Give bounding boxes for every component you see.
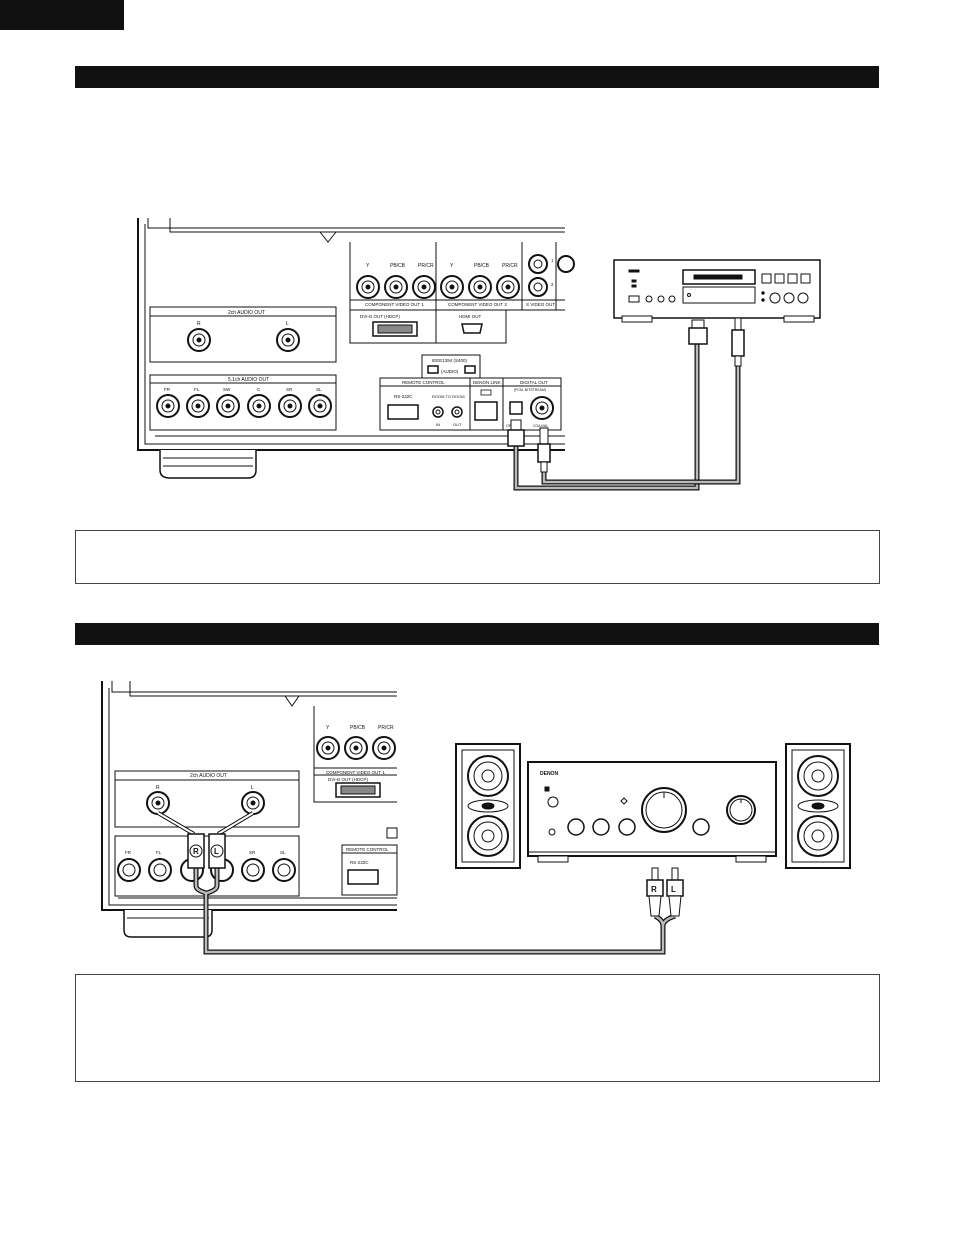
remote-control-label: REMOTE CONTROL (346, 847, 389, 852)
rs232c-connector (387, 404, 419, 420)
audio-2ch-panel (149, 306, 337, 363)
ch-label: C (257, 387, 261, 392)
component-out-2-label: COMPONENT VIDEO OUT 2 (448, 302, 507, 307)
ch-label: SW (223, 387, 231, 392)
jack-label: Y (366, 263, 370, 269)
speaker-left (455, 743, 521, 869)
section-header-bar-1 (75, 66, 879, 88)
ieee1394-label: IEEE1394 (S400) (432, 358, 468, 363)
component-jacks-2 (316, 736, 396, 760)
s-video-out-label: S VIDEO OUT (526, 302, 555, 307)
digital-cables (513, 342, 741, 491)
remote-control-panel-2 (341, 844, 398, 896)
component-video-panel (349, 242, 565, 311)
plug-l-label: L (671, 885, 676, 894)
audio-51-label: 5.1ch AUDIO OUT (228, 377, 269, 383)
audio-2ch-jacks (187, 328, 300, 352)
optical-jack (509, 401, 523, 415)
plug-r-label: R (651, 885, 657, 894)
jack-label: Y (326, 725, 330, 731)
denon-link-label: DENON LINK (473, 380, 501, 385)
ch-label: FL (194, 387, 200, 392)
player-rear-panel (137, 218, 565, 479)
digital-out-label: DIGITAL OUT (520, 380, 548, 385)
note-box-1 (75, 530, 880, 584)
plug-r-label: R (193, 847, 199, 856)
audio-2ch-label: 2ch AUDIO OUT (190, 773, 227, 779)
ch-label: SR (249, 850, 256, 855)
component-out-1-label: COMPONENT VIDEO OUT 1 (326, 770, 385, 775)
analog-cable (156, 811, 676, 955)
md-recorder (613, 259, 821, 323)
audio-51-panel (149, 374, 337, 431)
ch-label: SL (280, 850, 286, 855)
dvi-out-label: DVI-D OUT (HDCP) (360, 314, 400, 319)
digital-out-sub-label: (PCM, BITSTREAM) (514, 388, 546, 392)
rca-plugs-amp (646, 867, 684, 917)
coaxial-label: COAXIAL (533, 424, 548, 428)
ch-label: FL (156, 850, 162, 855)
jack-label: PB/CB (474, 263, 490, 269)
plug-l-label: L (214, 847, 219, 856)
audio-2ch-label: 2ch AUDIO OUT (228, 310, 265, 316)
rca-plugs-player (187, 833, 226, 869)
audio-2ch-panel-2 (114, 770, 300, 828)
digital-connection-diagram: Y PB/CB PR/CR Y PB/CB PR/CR COMPONENT VI… (137, 218, 821, 491)
jack-label: PR/CR (502, 263, 518, 269)
rs232c-label: RS-232C (394, 394, 413, 399)
audio-l-label: L (251, 785, 254, 791)
component-jacks-1 (356, 254, 575, 299)
audio-r-label: R (156, 785, 160, 791)
jack-label: PR/CR (378, 725, 394, 731)
ch-label: FR (164, 387, 171, 392)
speaker-right (785, 743, 851, 869)
remote-control-label: REMOTE CONTROL (402, 380, 445, 385)
component-out-1-label: COMPONENT VIDEO OUT 1 (365, 302, 424, 307)
denon-link-connector (474, 401, 498, 421)
hdmi-connector (461, 323, 483, 334)
rs232c-label: RS-232C (350, 860, 369, 865)
digital-out-panel (502, 377, 562, 431)
audio-51-jacks (156, 394, 332, 418)
player-rear-panel-2 (101, 681, 397, 938)
jack-label: PB/CB (350, 725, 366, 731)
jack-label: PR/CR (418, 263, 434, 269)
jack-label: PB/CB (390, 263, 406, 269)
audio-r-label: R (197, 321, 201, 327)
ch-label: FR (125, 850, 132, 855)
audio-51-panel-2 (114, 835, 300, 897)
amplifier (527, 761, 777, 863)
hdmi-out-label: HDMI OUT (459, 314, 481, 319)
room-out-label: OUT (453, 422, 462, 427)
s-video-2-label: 2 (551, 282, 554, 287)
dvi-out-label: DVI-D OUT (HDCP) (328, 777, 368, 782)
amplifier-brand-label: DENON (540, 771, 558, 777)
ch-label: SL (316, 387, 322, 392)
cable-plugs (507, 317, 745, 473)
ieee-audio-label: (AUDIO) (441, 369, 459, 374)
note-box-2 (75, 974, 880, 1082)
s-video-1-label: 1 (551, 258, 554, 263)
analog-connection-diagram: Y PB/CB PR/CR COMPONENT VIDEO OUT 1 DVI-… (101, 681, 851, 955)
room-in-label: IN (436, 422, 440, 427)
audio-l-label: L (286, 321, 289, 327)
ch-label: SR (286, 387, 293, 392)
page-corner-tab (0, 0, 124, 30)
jack-label: Y (450, 263, 454, 269)
room-to-room-label: ROOM TO ROOM (432, 394, 465, 399)
hdmi-out-panel (435, 309, 507, 344)
section-header-bar-2 (75, 623, 879, 645)
